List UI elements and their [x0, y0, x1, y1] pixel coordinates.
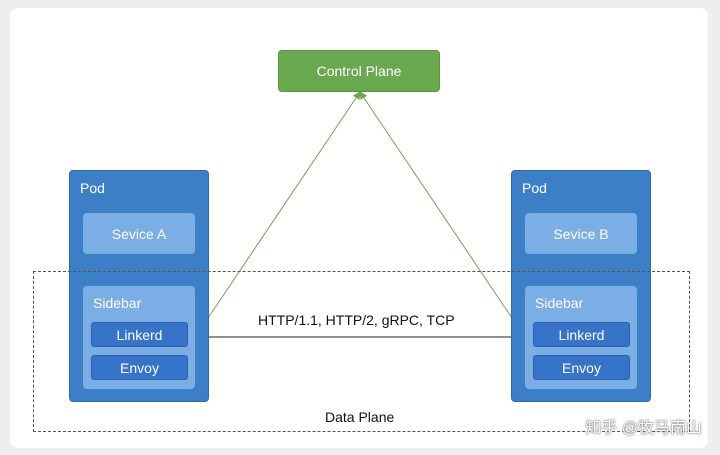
data-plane-boundary: [33, 271, 690, 432]
watermark: 知乎 @牧马南山: [585, 420, 702, 437]
protocols-label: HTTP/1.1, HTTP/2, gRPC, TCP: [258, 312, 455, 328]
service-a: Sevice A: [83, 213, 195, 254]
pod-title: Pod: [80, 180, 105, 196]
control-link-right: [359, 91, 521, 331]
sidebar-title: Sidebar: [535, 295, 584, 311]
linkerd-proxy: Linkerd: [533, 322, 630, 347]
envoy-proxy: Envoy: [91, 355, 188, 380]
data-plane-label: Data Plane: [325, 409, 395, 425]
linkerd-proxy: Linkerd: [91, 322, 188, 347]
control-plane: Control Plane: [278, 50, 440, 92]
envoy-proxy: Envoy: [533, 355, 630, 380]
sidebar-a: Sidebar Linkerd Envoy: [83, 286, 195, 389]
service-b: Sevice B: [525, 213, 637, 254]
control-link-left: [199, 91, 361, 331]
pod-b: Pod Sevice B Sidebar Linkerd Envoy: [511, 170, 651, 402]
pod-a: Pod Sevice A Sidebar Linkerd Envoy: [69, 170, 209, 402]
sidebar-title: Sidebar: [93, 295, 142, 311]
sidebar-b: Sidebar Linkerd Envoy: [525, 286, 637, 389]
pod-title: Pod: [522, 180, 547, 196]
